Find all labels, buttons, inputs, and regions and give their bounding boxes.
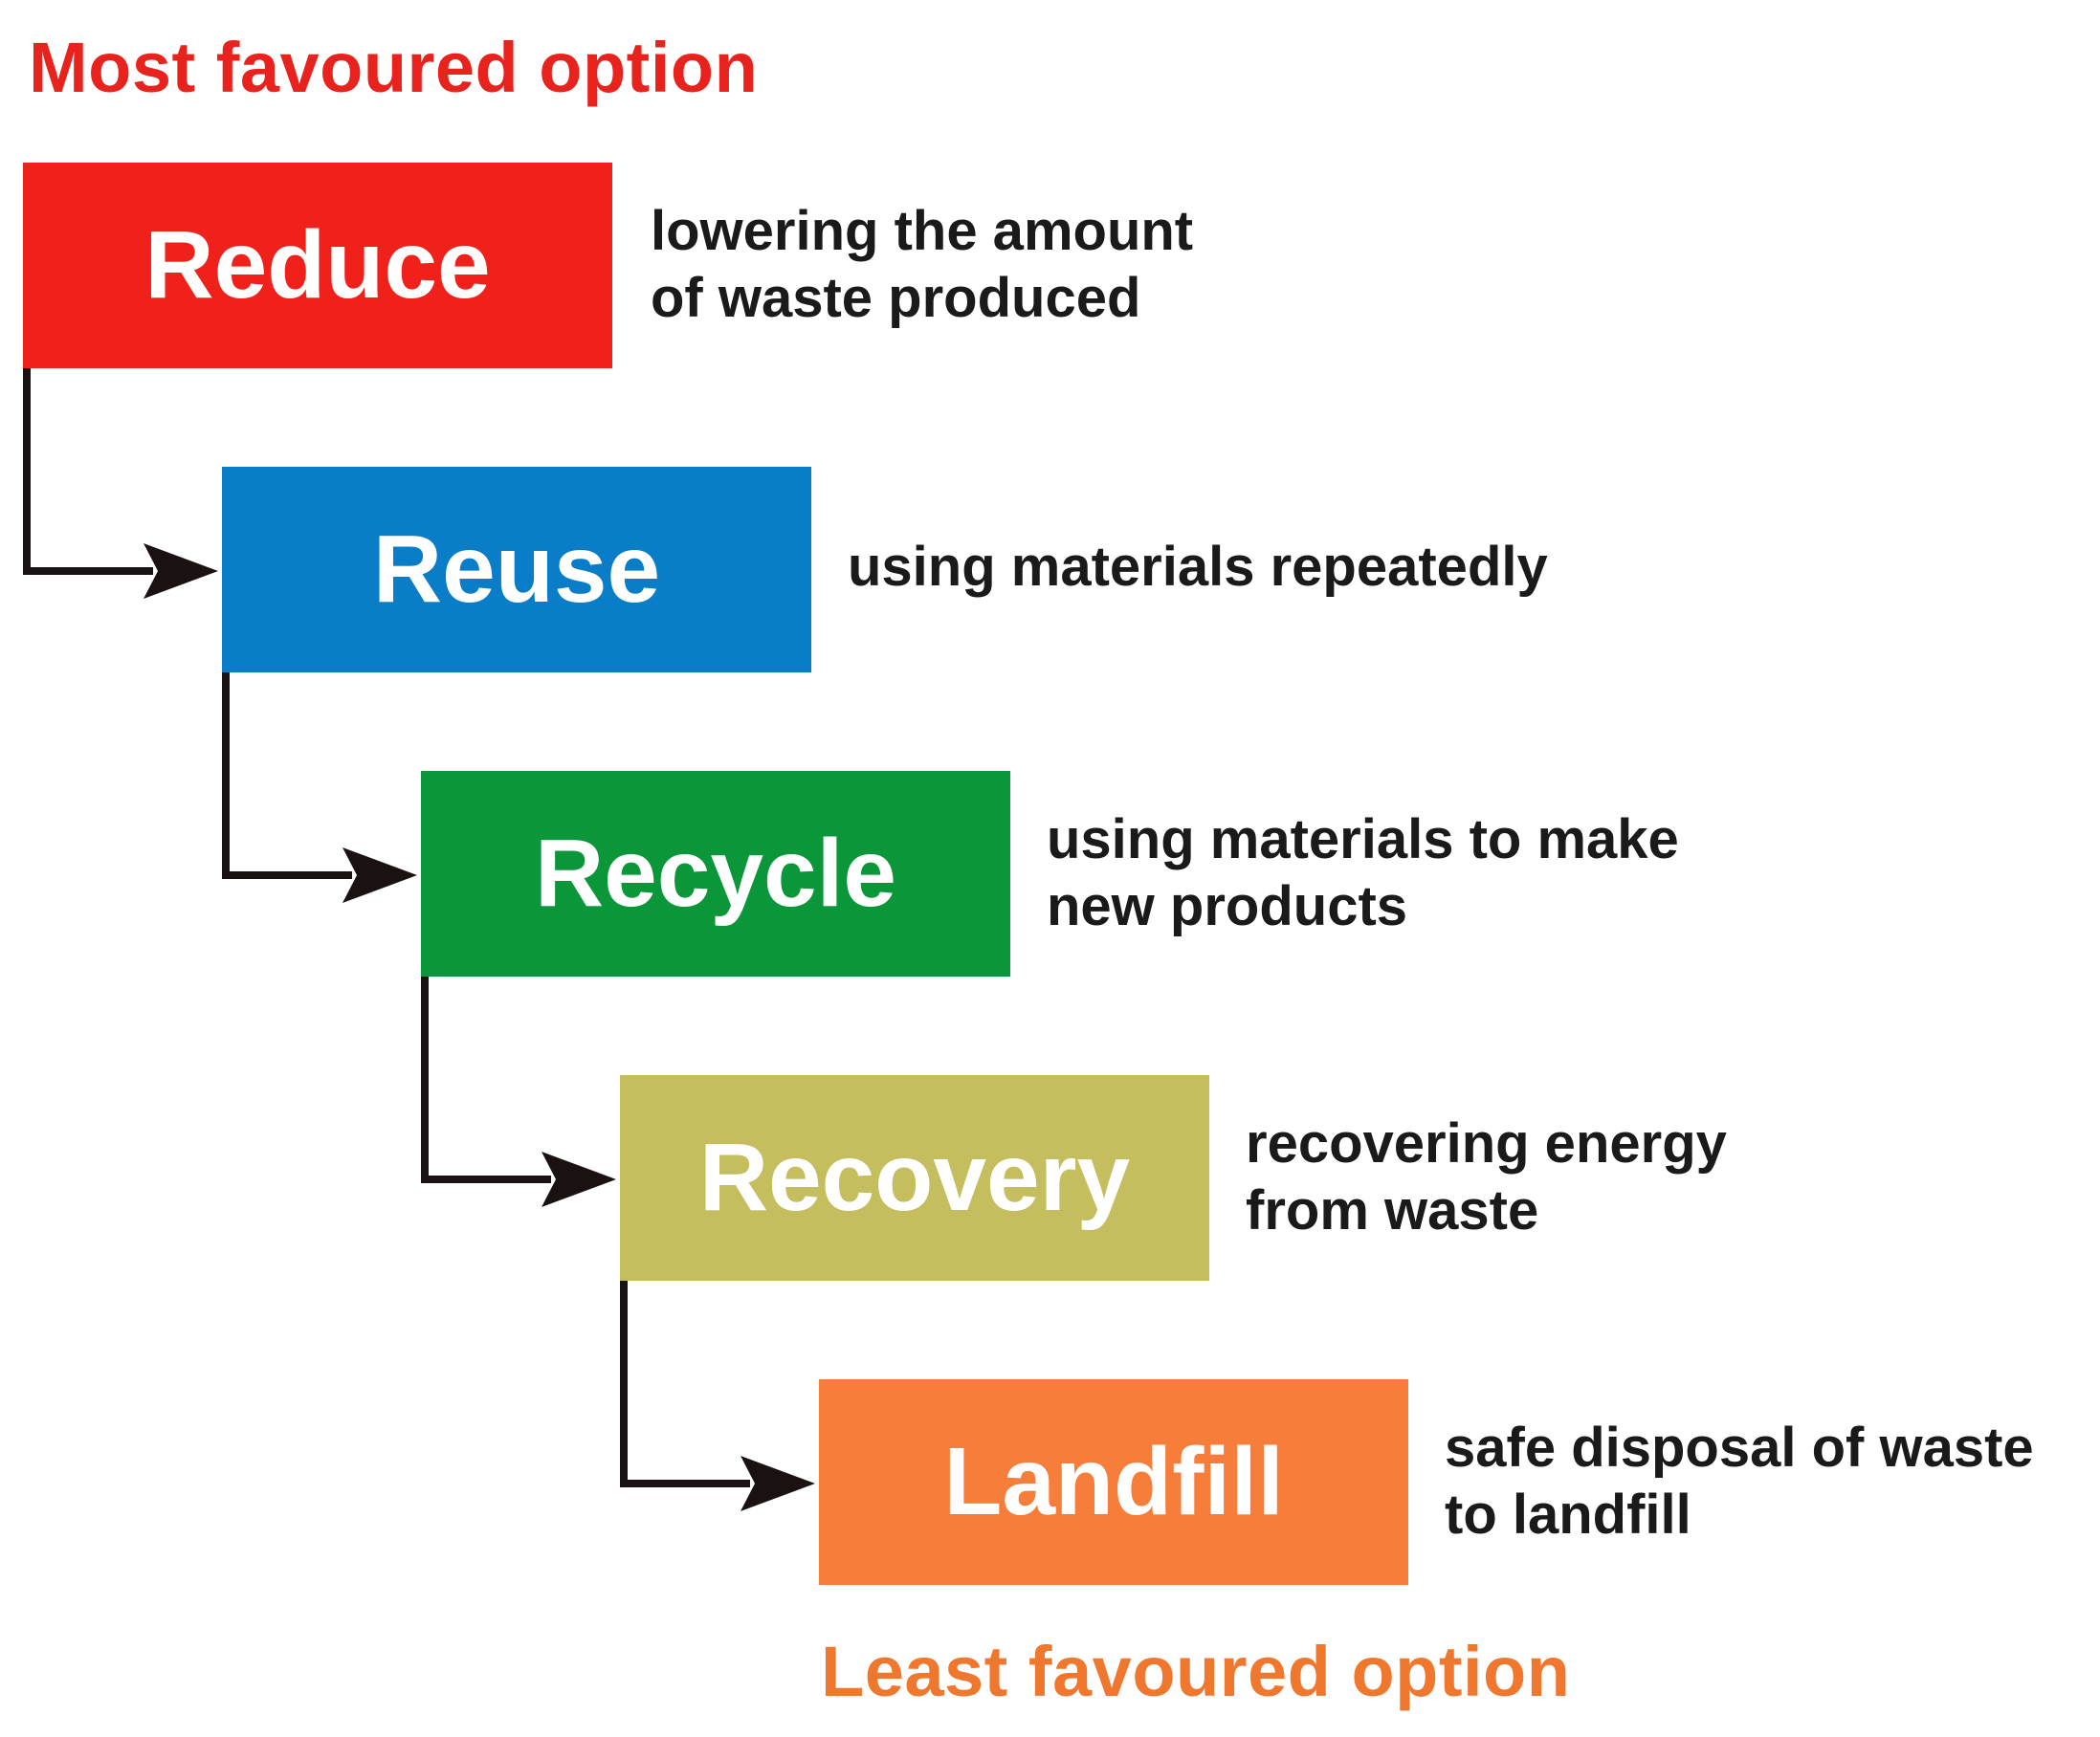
recovery-label: Recovery [698, 1124, 1131, 1231]
connector-reuse-recycle [222, 672, 352, 879]
reuse-label: Reuse [372, 516, 661, 623]
landfill-label: Landfill [943, 1428, 1284, 1535]
arrowhead-icon [343, 847, 417, 903]
recovery-box: Recovery [620, 1075, 1209, 1281]
reduce-box: Reduce [23, 163, 612, 368]
landfill-description: safe disposal of waste to landfill [1445, 1417, 2034, 1546]
connector-recovery-landfill [620, 1281, 750, 1487]
arrowhead-icon [542, 1152, 616, 1207]
connector-reduce-reuse [23, 368, 153, 575]
recycle-label: Recycle [534, 820, 897, 927]
recycle-box: Recycle [421, 771, 1010, 977]
least-favoured-label: Least favoured option [821, 1632, 1571, 1711]
reuse-box: Reuse [222, 467, 811, 672]
recovery-description: recovering energy from waste [1246, 1112, 1727, 1242]
arrowhead-icon [144, 543, 218, 599]
landfill-box: Landfill [819, 1379, 1408, 1585]
reuse-description: using materials repeatedly [848, 536, 1548, 598]
recycle-description: using materials to make new products [1047, 808, 1679, 937]
reduce-label: Reduce [144, 211, 491, 319]
connector-recycle-recovery [421, 977, 551, 1183]
arrowhead-icon [741, 1456, 815, 1511]
most-favoured-label: Most favoured option [29, 28, 759, 107]
reduce-description: lowering the amount of waste produced [651, 200, 1194, 329]
